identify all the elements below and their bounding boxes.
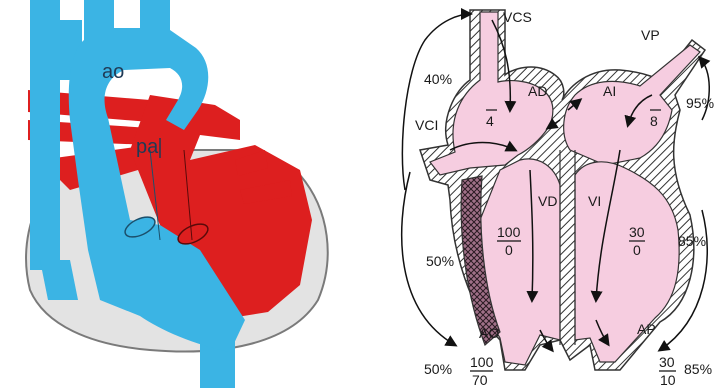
label-vd: VD bbox=[538, 193, 557, 209]
label-vci: VCI bbox=[415, 117, 438, 133]
pressure-ap: 30 10 bbox=[659, 354, 676, 388]
pressure-rv-num: 100 bbox=[497, 224, 521, 240]
sat-lv: 85% bbox=[678, 233, 706, 249]
label-vi: VI bbox=[588, 193, 601, 209]
sat-svc: 40% bbox=[424, 71, 452, 87]
pressure-ao-num: 100 bbox=[470, 354, 494, 370]
label-pa: pa bbox=[136, 136, 159, 158]
pressure-ao: 100 70 bbox=[470, 354, 494, 388]
pressure-ra-den: 4 bbox=[486, 113, 494, 129]
sat-ap: 85% bbox=[684, 361, 712, 377]
pressure-rv-den: 0 bbox=[505, 242, 513, 258]
sat-ivc: 50% bbox=[426, 253, 454, 269]
sat-pv: 95% bbox=[686, 95, 714, 111]
pressure-la-den: 8 bbox=[650, 113, 658, 129]
label-ao: ao bbox=[102, 61, 124, 83]
left-heart-illustration: ao pa bbox=[26, 0, 328, 388]
sat-ao: 50% bbox=[424, 361, 452, 377]
label-ap: AP bbox=[637, 321, 656, 337]
right-heart-schematic: VCS VP AD AI VCI VD VI AO AP 40% 95% 50%… bbox=[402, 9, 714, 388]
pressure-lv-num: 30 bbox=[629, 224, 645, 240]
pressure-ao-den: 70 bbox=[472, 372, 488, 388]
label-ao-right: AO bbox=[479, 325, 499, 341]
label-ai: AI bbox=[603, 83, 616, 99]
left-atrium bbox=[564, 45, 700, 165]
label-vp: VP bbox=[641, 27, 660, 43]
pressure-ap-den: 10 bbox=[660, 372, 676, 388]
label-vcs: VCS bbox=[503, 9, 532, 25]
pressure-lv-den: 0 bbox=[633, 242, 641, 258]
pressure-ap-num: 30 bbox=[659, 354, 675, 370]
label-ad: AD bbox=[528, 83, 547, 99]
